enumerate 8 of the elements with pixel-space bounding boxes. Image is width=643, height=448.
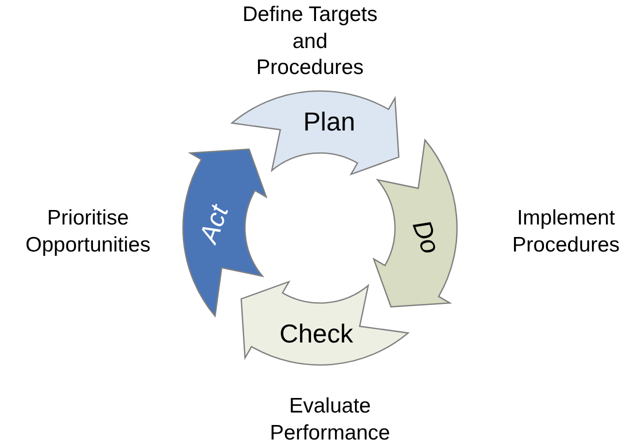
stage-label: Act bbox=[193, 201, 236, 248]
stage-description: Implement Procedures bbox=[511, 205, 621, 258]
stage-description: Evaluate Performance bbox=[268, 393, 392, 446]
stage-description: Define Targets and Procedures bbox=[241, 2, 379, 82]
stage-label: Do bbox=[405, 216, 446, 258]
stage-label: Check bbox=[279, 318, 354, 350]
stage-description: Prioritise Opportunities bbox=[24, 205, 152, 258]
stage-label: Plan bbox=[303, 106, 356, 138]
